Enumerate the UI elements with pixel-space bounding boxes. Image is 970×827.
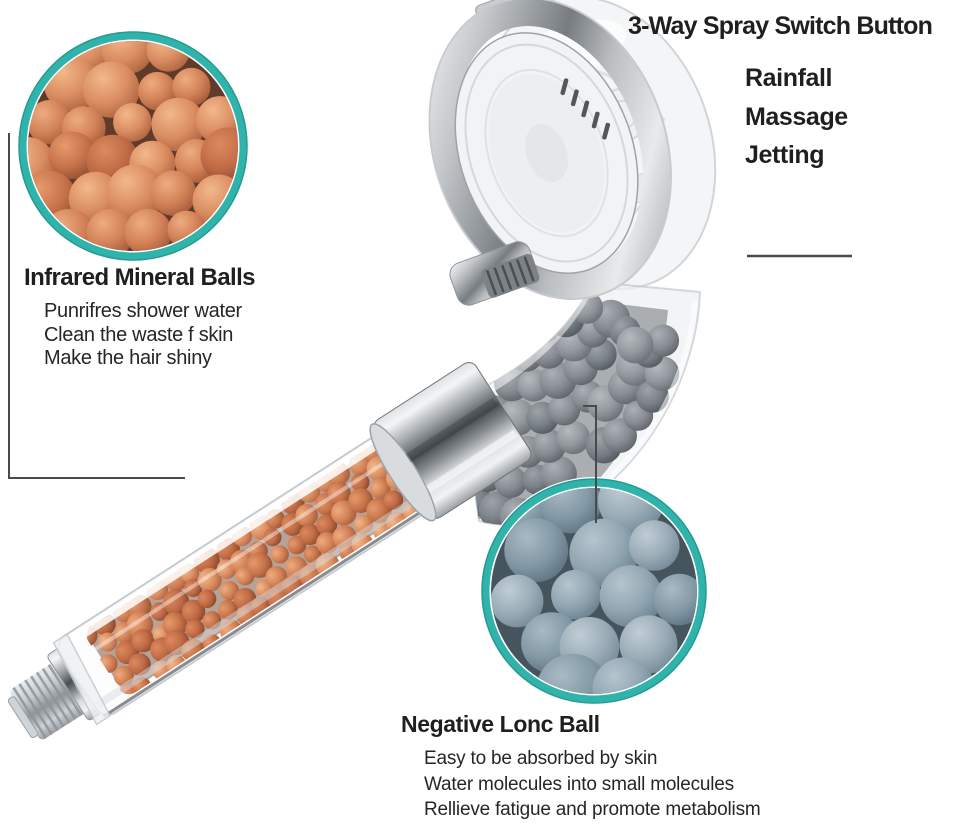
ball bbox=[98, 632, 118, 652]
spray-mode-jetting: Jetting bbox=[745, 141, 825, 169]
infrared-title: Infrared Mineral Balls bbox=[24, 264, 255, 291]
ball bbox=[124, 208, 172, 251]
negative-ion-title: Negative Lonc Ball bbox=[401, 711, 600, 737]
ball bbox=[151, 97, 206, 152]
ball bbox=[197, 589, 217, 608]
ball bbox=[616, 326, 654, 364]
negative-ion-description: Easy to be absorbed by skin Water molecu… bbox=[424, 746, 761, 823]
ball bbox=[592, 657, 655, 694]
ball bbox=[316, 514, 338, 536]
ball bbox=[548, 393, 581, 426]
ball bbox=[316, 532, 338, 554]
ball bbox=[185, 619, 205, 639]
ball bbox=[28, 100, 72, 145]
ball bbox=[653, 573, 697, 626]
ball bbox=[536, 653, 609, 694]
infrared-line-3: Make the hair shiny bbox=[44, 347, 212, 370]
head-face bbox=[428, 0, 672, 306]
ball bbox=[83, 61, 140, 118]
thread-ridges bbox=[12, 664, 83, 739]
ball bbox=[504, 518, 569, 583]
ball bbox=[350, 472, 370, 492]
infrared-mineral-balls-photo bbox=[28, 41, 238, 251]
ball bbox=[383, 490, 404, 510]
spray-modes-list: Rainfall Massage Jetting bbox=[745, 59, 848, 175]
ball bbox=[327, 481, 351, 506]
negative-line-3: Rellieve fatigue and promote metabolism bbox=[424, 799, 761, 820]
head-bottom-clamp bbox=[449, 241, 540, 306]
ball bbox=[556, 420, 590, 455]
ball bbox=[270, 545, 289, 564]
ball bbox=[646, 324, 680, 357]
ball bbox=[48, 131, 96, 180]
ball bbox=[599, 565, 663, 628]
ball bbox=[200, 127, 238, 184]
ball bbox=[86, 208, 135, 251]
negative-line-2: Water molecules into small molecules bbox=[424, 773, 734, 795]
infrared-leader-line bbox=[8, 133, 185, 479]
ball bbox=[551, 569, 601, 620]
infrared-line-2: Clean the waste f skin bbox=[44, 323, 234, 346]
ball bbox=[184, 578, 203, 598]
ball bbox=[219, 581, 239, 601]
mineral-balls-callout bbox=[17, 30, 249, 262]
ball bbox=[295, 503, 318, 527]
spray-mode-massage: Massage bbox=[745, 102, 848, 131]
spray-switch-vents bbox=[560, 78, 611, 140]
ball bbox=[101, 41, 154, 74]
leader-lines bbox=[8, 133, 852, 523]
ball bbox=[113, 103, 152, 142]
ball bbox=[369, 478, 391, 499]
ball bbox=[150, 170, 197, 216]
ball bbox=[629, 520, 680, 571]
ball bbox=[197, 567, 222, 592]
ball bbox=[181, 599, 206, 624]
infrared-description: Punrifres shower water Clean the waste f… bbox=[44, 300, 242, 371]
ball bbox=[146, 41, 191, 72]
negative-line-1: Easy to be absorbed by skin bbox=[424, 748, 658, 769]
ball bbox=[619, 615, 678, 674]
infrared-line-1: Punrifres shower water bbox=[44, 300, 242, 322]
switch-title: 3-Way Spray Switch Button bbox=[628, 12, 933, 40]
ball bbox=[598, 488, 664, 534]
ball bbox=[131, 629, 155, 653]
collar-ring bbox=[369, 362, 532, 522]
ball bbox=[491, 574, 544, 628]
ball bbox=[540, 488, 602, 534]
ball bbox=[106, 164, 164, 222]
ball bbox=[263, 528, 282, 547]
negative-ion-leader-line bbox=[583, 405, 597, 523]
ball bbox=[246, 552, 273, 578]
ball bbox=[299, 523, 321, 546]
ball bbox=[172, 67, 211, 106]
spray-mode-rainfall: Rainfall bbox=[745, 64, 833, 92]
